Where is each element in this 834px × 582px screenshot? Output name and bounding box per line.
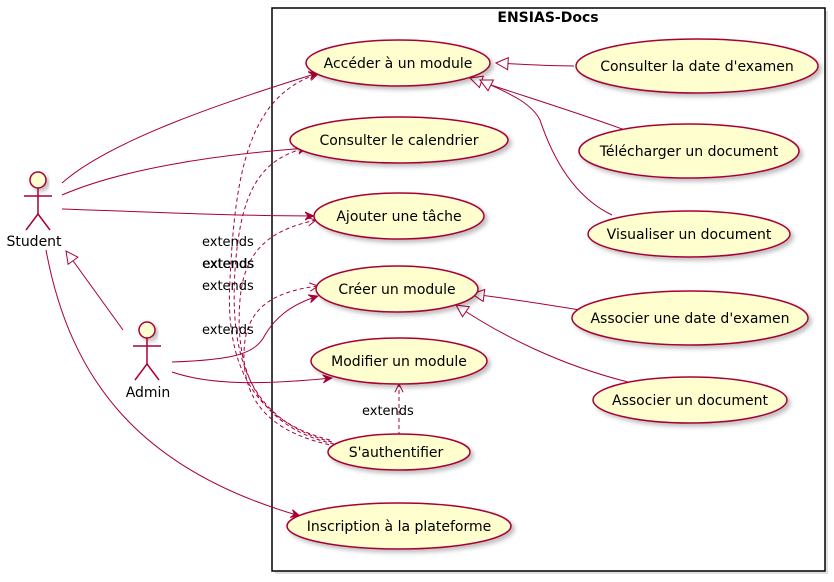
use-case-associer-date-examen: Associer une date d'examen bbox=[571, 290, 809, 346]
extends-auth-creer bbox=[243, 286, 337, 447]
edge-admin-creer bbox=[171, 296, 318, 363]
actor-student-label: Student bbox=[6, 234, 62, 250]
use-case-modifier-module: Modifier un module bbox=[310, 337, 488, 385]
extends-label-4: extends bbox=[202, 279, 254, 294]
extends-label-5: extends bbox=[202, 323, 254, 338]
edge-student-inscription bbox=[45, 249, 300, 516]
use-case-sauthentifier-label: S'authentifier bbox=[349, 445, 444, 461]
extends-auth-ajouter bbox=[238, 220, 335, 445]
extends-auth-acceder bbox=[228, 74, 331, 441]
use-case-inscription: Inscription à la plateforme bbox=[286, 502, 512, 550]
use-case-ajouter-tache-label: Ajouter une tâche bbox=[336, 209, 461, 225]
use-case-visualiser-document: Visualiser un document bbox=[587, 210, 791, 258]
actor-student bbox=[24, 171, 52, 231]
use-case-ajouter-tache: Ajouter une tâche bbox=[313, 192, 485, 240]
system-title: ENSIAS-Docs bbox=[497, 10, 598, 26]
use-case-sauthentifier: S'authentifier bbox=[327, 433, 471, 471]
use-case-modifier-module-label: Modifier un module bbox=[331, 354, 467, 370]
edge-admin-modifier bbox=[171, 371, 332, 383]
use-case-inscription-label: Inscription à la plateforme bbox=[307, 519, 491, 535]
extends-label-modifier: extends bbox=[362, 404, 414, 419]
gen-associer-date bbox=[472, 294, 581, 311]
use-case-consulter-calendrier-label: Consulter le calendrier bbox=[319, 133, 478, 149]
use-case-creer-module: Créer un module bbox=[315, 265, 479, 313]
use-case-consulter-calendrier: Consulter le calendrier bbox=[289, 116, 509, 164]
use-case-visualiser-document-label: Visualiser un document bbox=[607, 227, 772, 243]
extends-labels: extends extends extends extends extends … bbox=[202, 235, 414, 419]
gen-visualiser bbox=[480, 80, 613, 216]
edge-student-ajouter bbox=[61, 208, 314, 216]
extends-edges bbox=[228, 74, 399, 447]
use-case-associer-document: Associer un document bbox=[592, 376, 788, 424]
use-case-consulter-date-examen-label: Consulter la date d'examen bbox=[600, 59, 794, 75]
use-case-creer-module-label: Créer un module bbox=[338, 282, 455, 298]
association-edges bbox=[45, 73, 332, 516]
extends-label-2: extends bbox=[202, 257, 254, 272]
use-case-telecharger-document: Télécharger un document bbox=[578, 123, 800, 179]
use-case-associer-document-label: Associer un document bbox=[612, 393, 768, 409]
actor-admin-label: Admin bbox=[126, 385, 171, 401]
generalization-admin-student bbox=[66, 251, 124, 331]
extends-auth-calendrier bbox=[233, 148, 333, 443]
generalization-edges bbox=[456, 63, 629, 383]
actor-admin bbox=[133, 321, 161, 381]
edge-student-acceder bbox=[61, 73, 318, 184]
use-case-acceder-module: Accéder à un module bbox=[305, 39, 491, 87]
use-case-acceder-module-label: Accéder à un module bbox=[324, 56, 473, 72]
edge-student-calendrier bbox=[61, 148, 308, 196]
gen-consulter-date bbox=[496, 63, 575, 66]
use-case-consulter-date-examen: Consulter la date d'examen bbox=[575, 38, 819, 94]
use-case-associer-date-examen-label: Associer une date d'examen bbox=[590, 311, 789, 327]
gen-associer-document bbox=[456, 305, 629, 383]
use-case-telecharger-document-label: Télécharger un document bbox=[599, 144, 779, 160]
extends-label-1: extends bbox=[202, 235, 254, 250]
extends-label-3: extends bbox=[203, 257, 255, 272]
